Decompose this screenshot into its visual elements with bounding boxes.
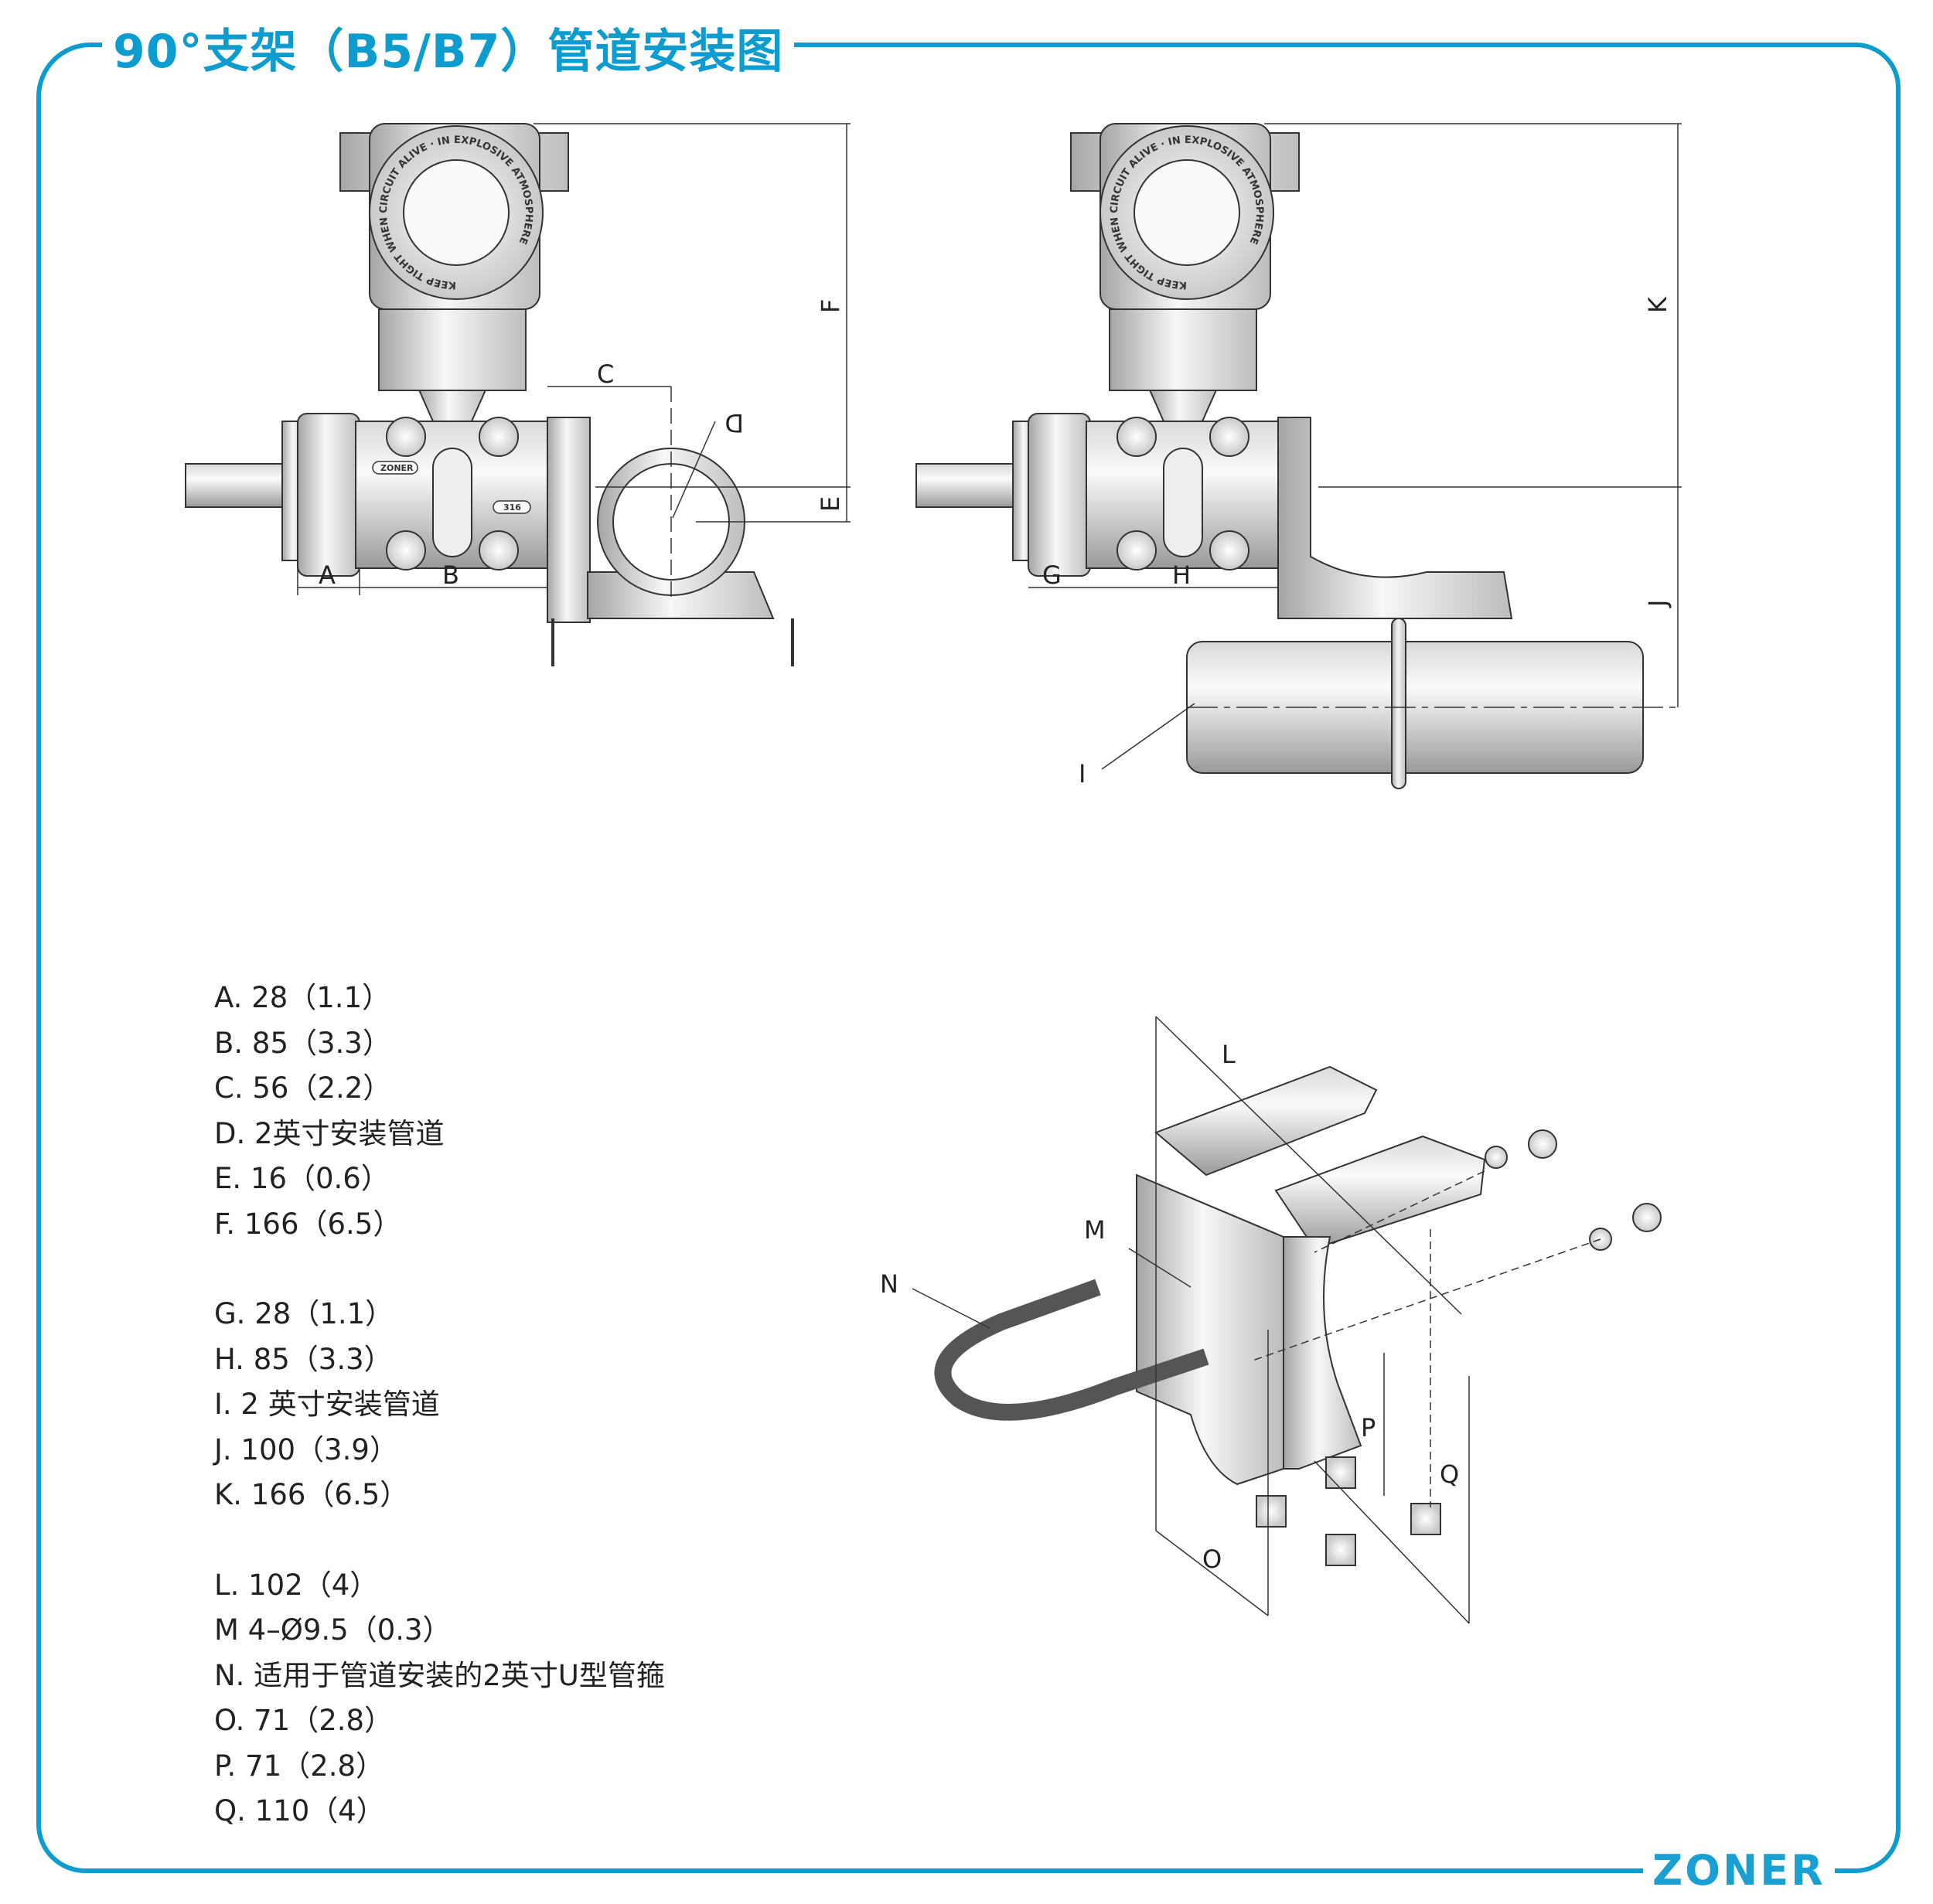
- dim-label-l: L: [1222, 1040, 1236, 1069]
- dim-label-d: D: [724, 408, 744, 438]
- legend-item: P. 71（2.8）: [214, 1749, 384, 1783]
- legend-item: J. 100（3.9）: [214, 1432, 398, 1466]
- legend-item: N. 适用于管道安装的2英寸U型管箍: [214, 1658, 665, 1692]
- legend-item: C. 56（2.2）: [214, 1071, 392, 1105]
- dim-label-q: Q: [1440, 1460, 1459, 1489]
- legend-item: D. 2英寸安装管道: [214, 1116, 445, 1150]
- brand-logo: ZONER: [1643, 1846, 1835, 1895]
- dim-label-n: N: [880, 1269, 898, 1299]
- dim-label-b: B: [442, 560, 459, 590]
- dim-label-g: G: [1042, 560, 1062, 590]
- side-view-drawing: [185, 123, 851, 666]
- legend-item: K. 166（6.5）: [214, 1478, 409, 1511]
- legend-item: L. 102（4）: [214, 1568, 379, 1602]
- legend-item: B. 85（3.3）: [214, 1026, 391, 1060]
- legend-item: F. 166（6.5）: [214, 1207, 402, 1241]
- dim-label-m: M: [1084, 1215, 1106, 1245]
- dim-label-a: A: [319, 560, 336, 590]
- u-bolt-clamp: [934, 1279, 1209, 1421]
- dim-label-i: I: [1079, 759, 1086, 789]
- dim-label-o: O: [1202, 1545, 1222, 1574]
- legend-item: E. 16（0.6）: [214, 1162, 390, 1195]
- legend-item: A. 28（1.1）: [214, 981, 391, 1014]
- dim-label-e: E: [816, 496, 845, 512]
- dim-label-f: F: [816, 299, 845, 313]
- flange-brand-marking: ZONER: [380, 463, 414, 473]
- dim-label-p: P: [1361, 1413, 1376, 1442]
- legend-item: Q. 110（4）: [214, 1794, 385, 1827]
- front-view-drawing: [915, 123, 1682, 789]
- exploded-bracket-drawing: [912, 1016, 1662, 1624]
- legend-item: I. 2 英寸安装管道: [214, 1388, 440, 1421]
- legend-item: O. 71（2.8）: [214, 1704, 394, 1737]
- material-tag-marking: 316: [503, 502, 521, 513]
- mounting-bracket: [547, 417, 591, 623]
- process-pipe: [185, 463, 291, 508]
- page-title: 90°支架（B5/B7）管道安装图: [102, 14, 795, 81]
- electronics-housing: [378, 308, 527, 391]
- dim-label-h: H: [1172, 560, 1191, 590]
- legend-item: H. 85（3.3）: [214, 1342, 393, 1376]
- dim-label-c: C: [597, 359, 614, 389]
- legend-item: G. 28（1.1）: [214, 1297, 394, 1330]
- dim-label-k: K: [1643, 296, 1672, 313]
- legend-item: M 4–Ø9.5（0.3）: [214, 1613, 452, 1647]
- dimension-legend: A. 28（1.1） B. 85（3.3） C. 56（2.2） D. 2英寸安…: [214, 976, 665, 1834]
- dim-label-j: J: [1643, 600, 1672, 608]
